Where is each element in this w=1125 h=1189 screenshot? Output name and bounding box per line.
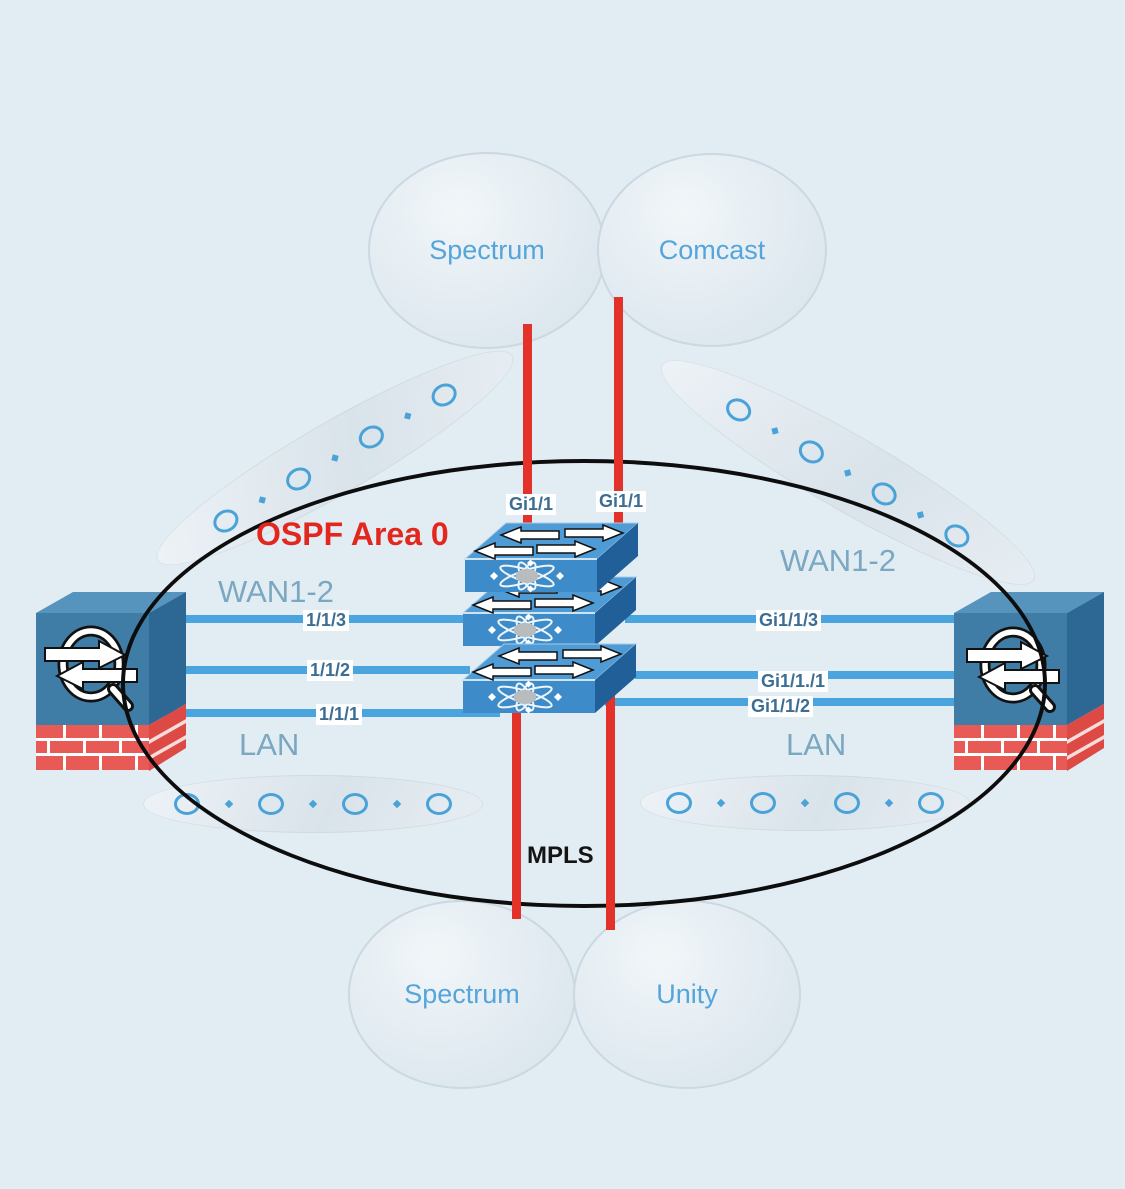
link-comcast-uplink bbox=[614, 297, 623, 544]
interface-label-1-1-1: 1/1/1 bbox=[316, 704, 363, 725]
ospf-area-label: OSPF Area 0 bbox=[256, 516, 449, 552]
link-ring-icon bbox=[427, 378, 461, 412]
interface-label-gi1-1-2: Gi1/1/2 bbox=[748, 696, 814, 717]
link-dot-icon bbox=[331, 454, 339, 462]
link-ring-icon bbox=[794, 435, 829, 468]
wan-label-left: WAN1-2 bbox=[218, 574, 334, 609]
lan-label-right: LAN bbox=[786, 727, 847, 762]
wan-label-right: WAN1-2 bbox=[780, 543, 896, 578]
interface-label-gi1-1-3: Gi1/1/3 bbox=[756, 610, 822, 631]
interface-label-1-1-2: 1/1/2 bbox=[307, 660, 354, 681]
switch-3 bbox=[462, 643, 637, 715]
link-mpls-unity bbox=[606, 690, 615, 930]
cloud-label: Unity bbox=[656, 979, 718, 1009]
interface-label-gi1-1-left: Gi1/1 bbox=[506, 494, 557, 515]
cloud-spectrum-top: Spectrum bbox=[368, 152, 606, 349]
link-ring-icon bbox=[209, 504, 243, 538]
cloud-label: Spectrum bbox=[429, 235, 545, 265]
cloud-label: Spectrum bbox=[404, 979, 520, 1009]
interface-label-1-1-3: 1/1/3 bbox=[303, 610, 350, 631]
link-dot-icon bbox=[844, 468, 852, 477]
mpls-label: MPLS bbox=[527, 842, 594, 869]
ospf-area-ellipse bbox=[121, 459, 1047, 908]
lan-label-left: LAN bbox=[239, 727, 300, 762]
link-ring-icon bbox=[867, 477, 902, 510]
link-ring-icon bbox=[354, 420, 389, 454]
link-ring-icon bbox=[722, 393, 756, 426]
interface-label-gi1-1-right: Gi1/1 bbox=[596, 491, 647, 512]
cloud-comcast: Comcast bbox=[597, 153, 827, 347]
link-dot-icon bbox=[258, 496, 266, 504]
link-mpls-spectrum bbox=[512, 703, 521, 919]
cloud-label: Comcast bbox=[658, 234, 766, 265]
link-dot-icon bbox=[404, 412, 412, 420]
switch-stack-icon bbox=[462, 522, 639, 715]
link-ring-icon bbox=[281, 462, 316, 496]
link-spectrum-uplink bbox=[523, 324, 532, 546]
interface-label-gi1-1-1: Gi1/1./1 bbox=[758, 671, 829, 692]
link-dot-icon bbox=[917, 510, 925, 519]
cloud-unity: Unity bbox=[573, 900, 801, 1089]
link-dot-icon bbox=[771, 426, 779, 435]
cloud-spectrum-bottom: Spectrum bbox=[348, 900, 576, 1089]
